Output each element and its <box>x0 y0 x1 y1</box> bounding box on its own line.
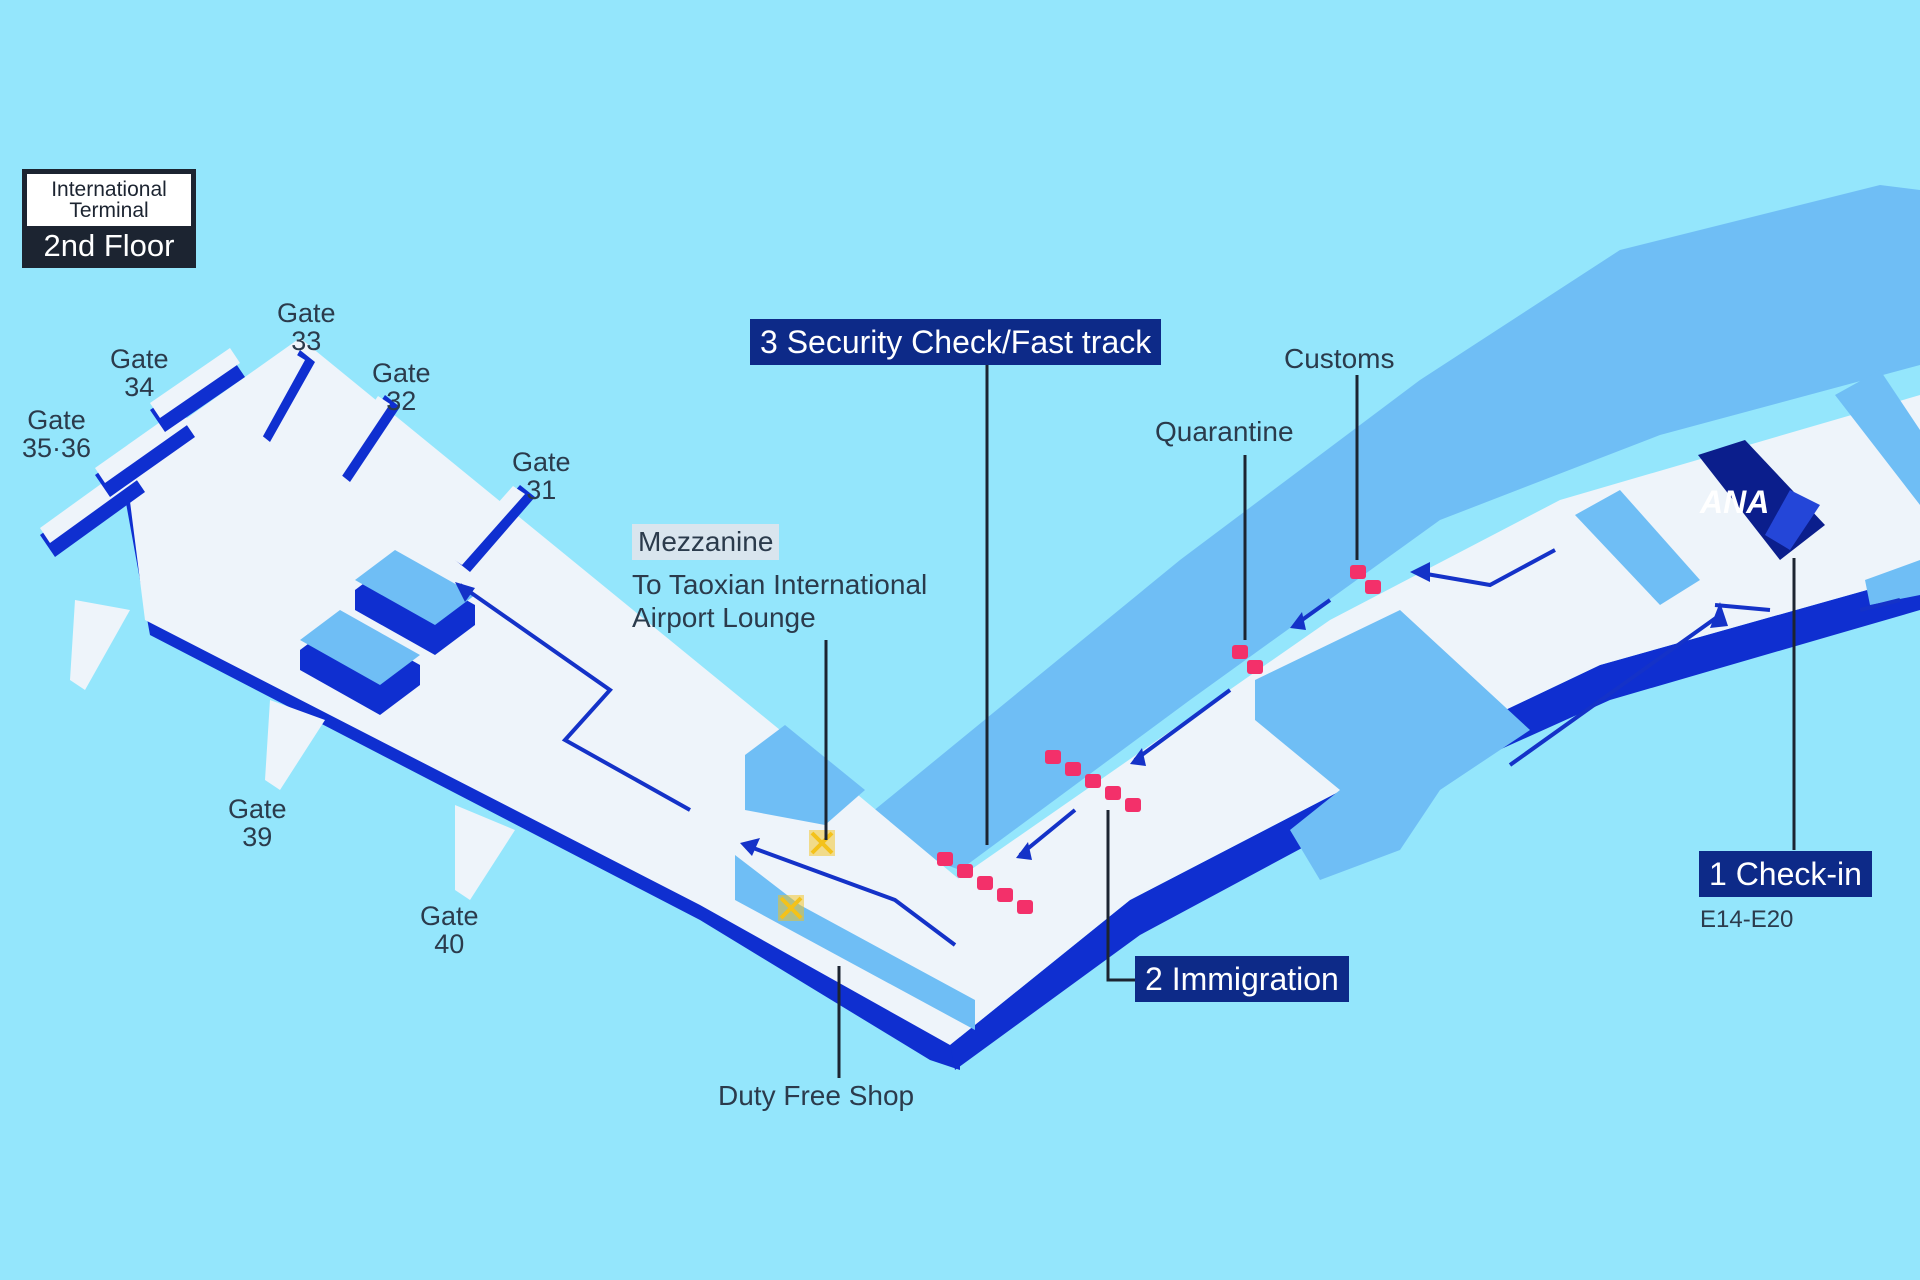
checkin-label: 1 Check-in <box>1699 851 1872 897</box>
floor-card-line1: International <box>51 178 167 201</box>
gate-fingers <box>40 348 535 900</box>
shop-blocks <box>300 370 1920 1030</box>
security-check-label: 3 Security Check/Fast track <box>750 319 1162 365</box>
immigration-label: 2 Immigration <box>1135 956 1349 1002</box>
leader-lines <box>824 362 1796 1078</box>
facility-markers <box>778 830 835 921</box>
lounge-label-line1: To Taoxian International <box>632 569 928 600</box>
checkpoint-markers <box>937 565 1381 914</box>
quarantine-label: Quarantine <box>1155 416 1294 447</box>
mezzanine-label: Mezzanine <box>632 524 780 560</box>
floor-card-line2: Terminal <box>69 199 149 222</box>
floor-card-floor: 2nd Floor <box>43 228 175 263</box>
route-arrowheads <box>455 562 1728 860</box>
floor-card: International Terminal 2nd Floor <box>22 169 196 268</box>
duty-free-label: Duty Free Shop <box>718 1080 915 1111</box>
east-concourse-wall <box>950 575 1920 1070</box>
ana-logo: ANA <box>1698 440 1825 560</box>
landside-band <box>850 185 1920 870</box>
ana-logo-text: ANA <box>1699 484 1769 520</box>
checkin-counters: E14-E20 <box>1700 906 1794 933</box>
customs-label: Customs <box>1284 343 1395 374</box>
lounge-label-line2: Airport Lounge <box>632 602 816 633</box>
